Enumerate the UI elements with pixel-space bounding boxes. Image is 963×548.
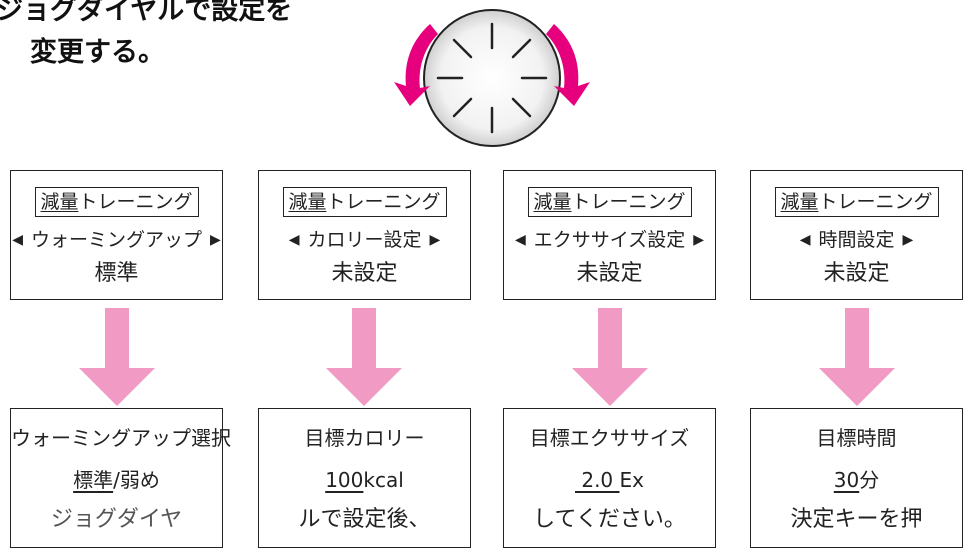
setting-label: 時間設定 — [818, 229, 895, 251]
display-screen-warmup: 減量トレーニング ◀ ウォーミングアップ ▶ 標準 — [10, 170, 223, 300]
heading-line-2: 変更する。 — [30, 37, 165, 68]
detail-title: 目標時間 — [816, 426, 897, 450]
left-triangle-icon: ◀ — [799, 232, 811, 248]
down-arrow-icon — [819, 308, 895, 406]
setting-selector: ◀ カロリー設定 ▶ — [259, 227, 470, 253]
display-screen-exercise: 減量トレーニング ◀ エクササイズ設定 ▶ 未設定 — [503, 170, 716, 300]
left-triangle-icon: ◀ — [515, 232, 526, 248]
detail-instruction: ジョグダイヤ — [50, 507, 183, 532]
right-triangle-icon: ▶ — [693, 232, 704, 248]
right-triangle-icon: ▶ — [902, 232, 914, 248]
heading-line-1: ジョグダイヤルで設定を — [0, 0, 293, 26]
setting-label: カロリー設定 — [307, 229, 422, 251]
detail-instruction: 決定キーを押 — [790, 507, 923, 532]
setting-value: 標準 — [94, 261, 139, 286]
detail-screen-calorie: 目標カロリー 100kcal ルで設定後、 — [258, 408, 471, 548]
jog-dial-illustration — [394, 9, 590, 147]
detail-value: 100kcal — [325, 468, 404, 492]
setting-value: 未設定 — [331, 261, 398, 286]
rotate-right-arrow-icon — [546, 24, 590, 106]
right-triangle-icon: ▶ — [210, 232, 221, 248]
setting-value: 未設定 — [823, 261, 890, 286]
detail-instruction: してください。 — [533, 507, 686, 532]
detail-screen-exercise: 目標エクササイズ 2.0 Ex してください。 — [503, 408, 716, 548]
setting-selector: ◀ エクササイズ設定 ▶ — [504, 227, 715, 253]
display-screen-calorie: 減量トレーニング ◀ カロリー設定 ▶ 未設定 — [258, 170, 471, 300]
rotate-left-arrow-icon — [394, 24, 438, 106]
jog-dial-icon — [423, 9, 561, 147]
setting-value: 未設定 — [576, 261, 643, 286]
detail-screen-time: 目標時間 30分 決定キーを押 — [750, 408, 963, 548]
left-triangle-icon: ◀ — [288, 232, 300, 248]
detail-title: ウォーミングアップ選択 — [11, 426, 231, 450]
setting-selector: ◀ 時間設定 ▶ — [751, 227, 962, 253]
mode-label: 減量トレーニング — [34, 187, 199, 217]
left-triangle-icon: ◀ — [12, 232, 23, 248]
mode-label: 減量トレーニング — [282, 187, 447, 217]
setting-selector: ◀ ウォーミングアップ ▶ — [11, 227, 222, 253]
detail-value: 30分 — [833, 468, 880, 492]
detail-title: 目標エクササイズ — [529, 426, 690, 450]
display-screen-time: 減量トレーニング ◀ 時間設定 ▶ 未設定 — [750, 170, 963, 300]
mode-label: 減量トレーニング — [774, 187, 939, 217]
detail-value: 2.0 Ex — [574, 468, 644, 492]
down-arrow-icon — [572, 308, 648, 406]
detail-instruction: ルで設定後、 — [298, 507, 431, 532]
detail-value: 標準/弱め — [73, 468, 160, 492]
down-arrow-icon — [326, 308, 402, 406]
detail-screen-warmup: ウォーミングアップ選択 標準/弱め ジョグダイヤ — [10, 408, 231, 548]
mode-label: 減量トレーニング — [527, 187, 692, 217]
setting-label: ウォーミングアップ — [30, 229, 202, 251]
detail-title: 目標カロリー — [304, 426, 425, 450]
right-triangle-icon: ▶ — [429, 232, 441, 248]
setting-label: エクササイズ設定 — [533, 229, 686, 251]
down-arrow-icon — [79, 308, 155, 406]
